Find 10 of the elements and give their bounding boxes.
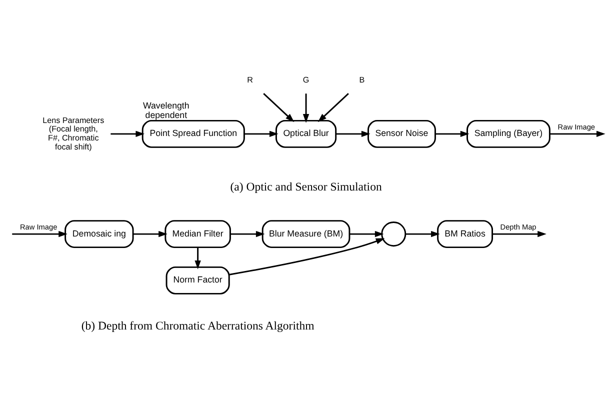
edge-label: Raw Image xyxy=(20,222,58,232)
label: (a) Optic and Sensor Simulation xyxy=(230,180,382,194)
node-text: R xyxy=(247,75,253,84)
node-text: Lens Parameters (Focal length, F#, Chromatic focal shift) xyxy=(42,116,104,152)
node-text: G xyxy=(302,75,310,84)
edge-label: Depth Map xyxy=(500,222,536,232)
node-label: Wavelength dependent xyxy=(143,100,190,120)
label: (b) Depth from Chromatic Aberrations Algorithm xyxy=(81,320,314,333)
edge-label: Raw Image xyxy=(558,122,596,132)
node-text: B xyxy=(359,75,365,84)
